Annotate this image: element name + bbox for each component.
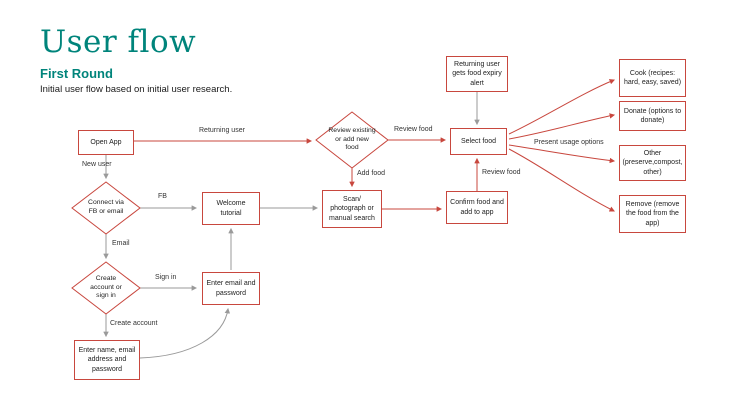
edge-label-review-food-right: Review food: [482, 169, 521, 176]
node-enter-email-password: Enter email and password: [202, 272, 260, 305]
edge-label-new-user: New user: [82, 161, 112, 168]
node-donate: Donate (options to donate): [619, 101, 686, 131]
node-welcome-tutorial: Welcome tutorial: [202, 192, 260, 225]
node-scan-search: Scan/ photograph or manual search: [322, 190, 382, 228]
page-description: Initial user flow based on initial user …: [40, 84, 233, 95]
edge-label-sign-in: Sign in: [155, 274, 177, 281]
decision-diamonds: [71, 111, 389, 315]
edge-label-add-food: Add food: [357, 170, 386, 177]
red-arrows: [134, 79, 616, 212]
node-open-app: Open App: [78, 130, 134, 155]
page-subtitle: First Round: [40, 66, 113, 81]
arrow-entername-to-enteremail: [139, 307, 231, 359]
edge-label-email: Email: [112, 240, 130, 247]
arrow-selectfood-to-donate: [508, 113, 616, 140]
edge-label-returning-user: Returning user: [199, 127, 245, 134]
node-other: Other (preserve,compost, other): [619, 145, 686, 181]
node-select-food: Select food: [450, 128, 507, 155]
edge-label-present-usage-options: Present usage options: [534, 139, 604, 146]
arrow-selectfood-to-cook: [508, 79, 616, 135]
edge-label-review-food-top: Review food: [394, 126, 433, 133]
node-confirm-food: Confirm food and add to app: [446, 191, 508, 224]
page-title: User flow: [40, 24, 197, 60]
node-remove: Remove (remove the food from the app): [619, 195, 686, 233]
edge-label-create-account: Create account: [110, 320, 158, 327]
gray-arrows: [103, 92, 480, 359]
node-cook: Cook (recipes: hard, easy, saved): [619, 59, 686, 97]
edge-label-fb: FB: [158, 193, 167, 200]
diamond-review-shape: [315, 111, 389, 169]
diamond-connect-shape: [71, 181, 141, 235]
diamond-create-shape: [71, 261, 141, 315]
arrow-selectfood-to-other: [508, 144, 616, 164]
node-enter-name-email-password: Enter name, email address and password: [74, 340, 140, 380]
node-expiry-alert: Returning user gets food expiry alert: [446, 56, 508, 92]
arrow-selectfood-to-remove: [508, 148, 615, 212]
